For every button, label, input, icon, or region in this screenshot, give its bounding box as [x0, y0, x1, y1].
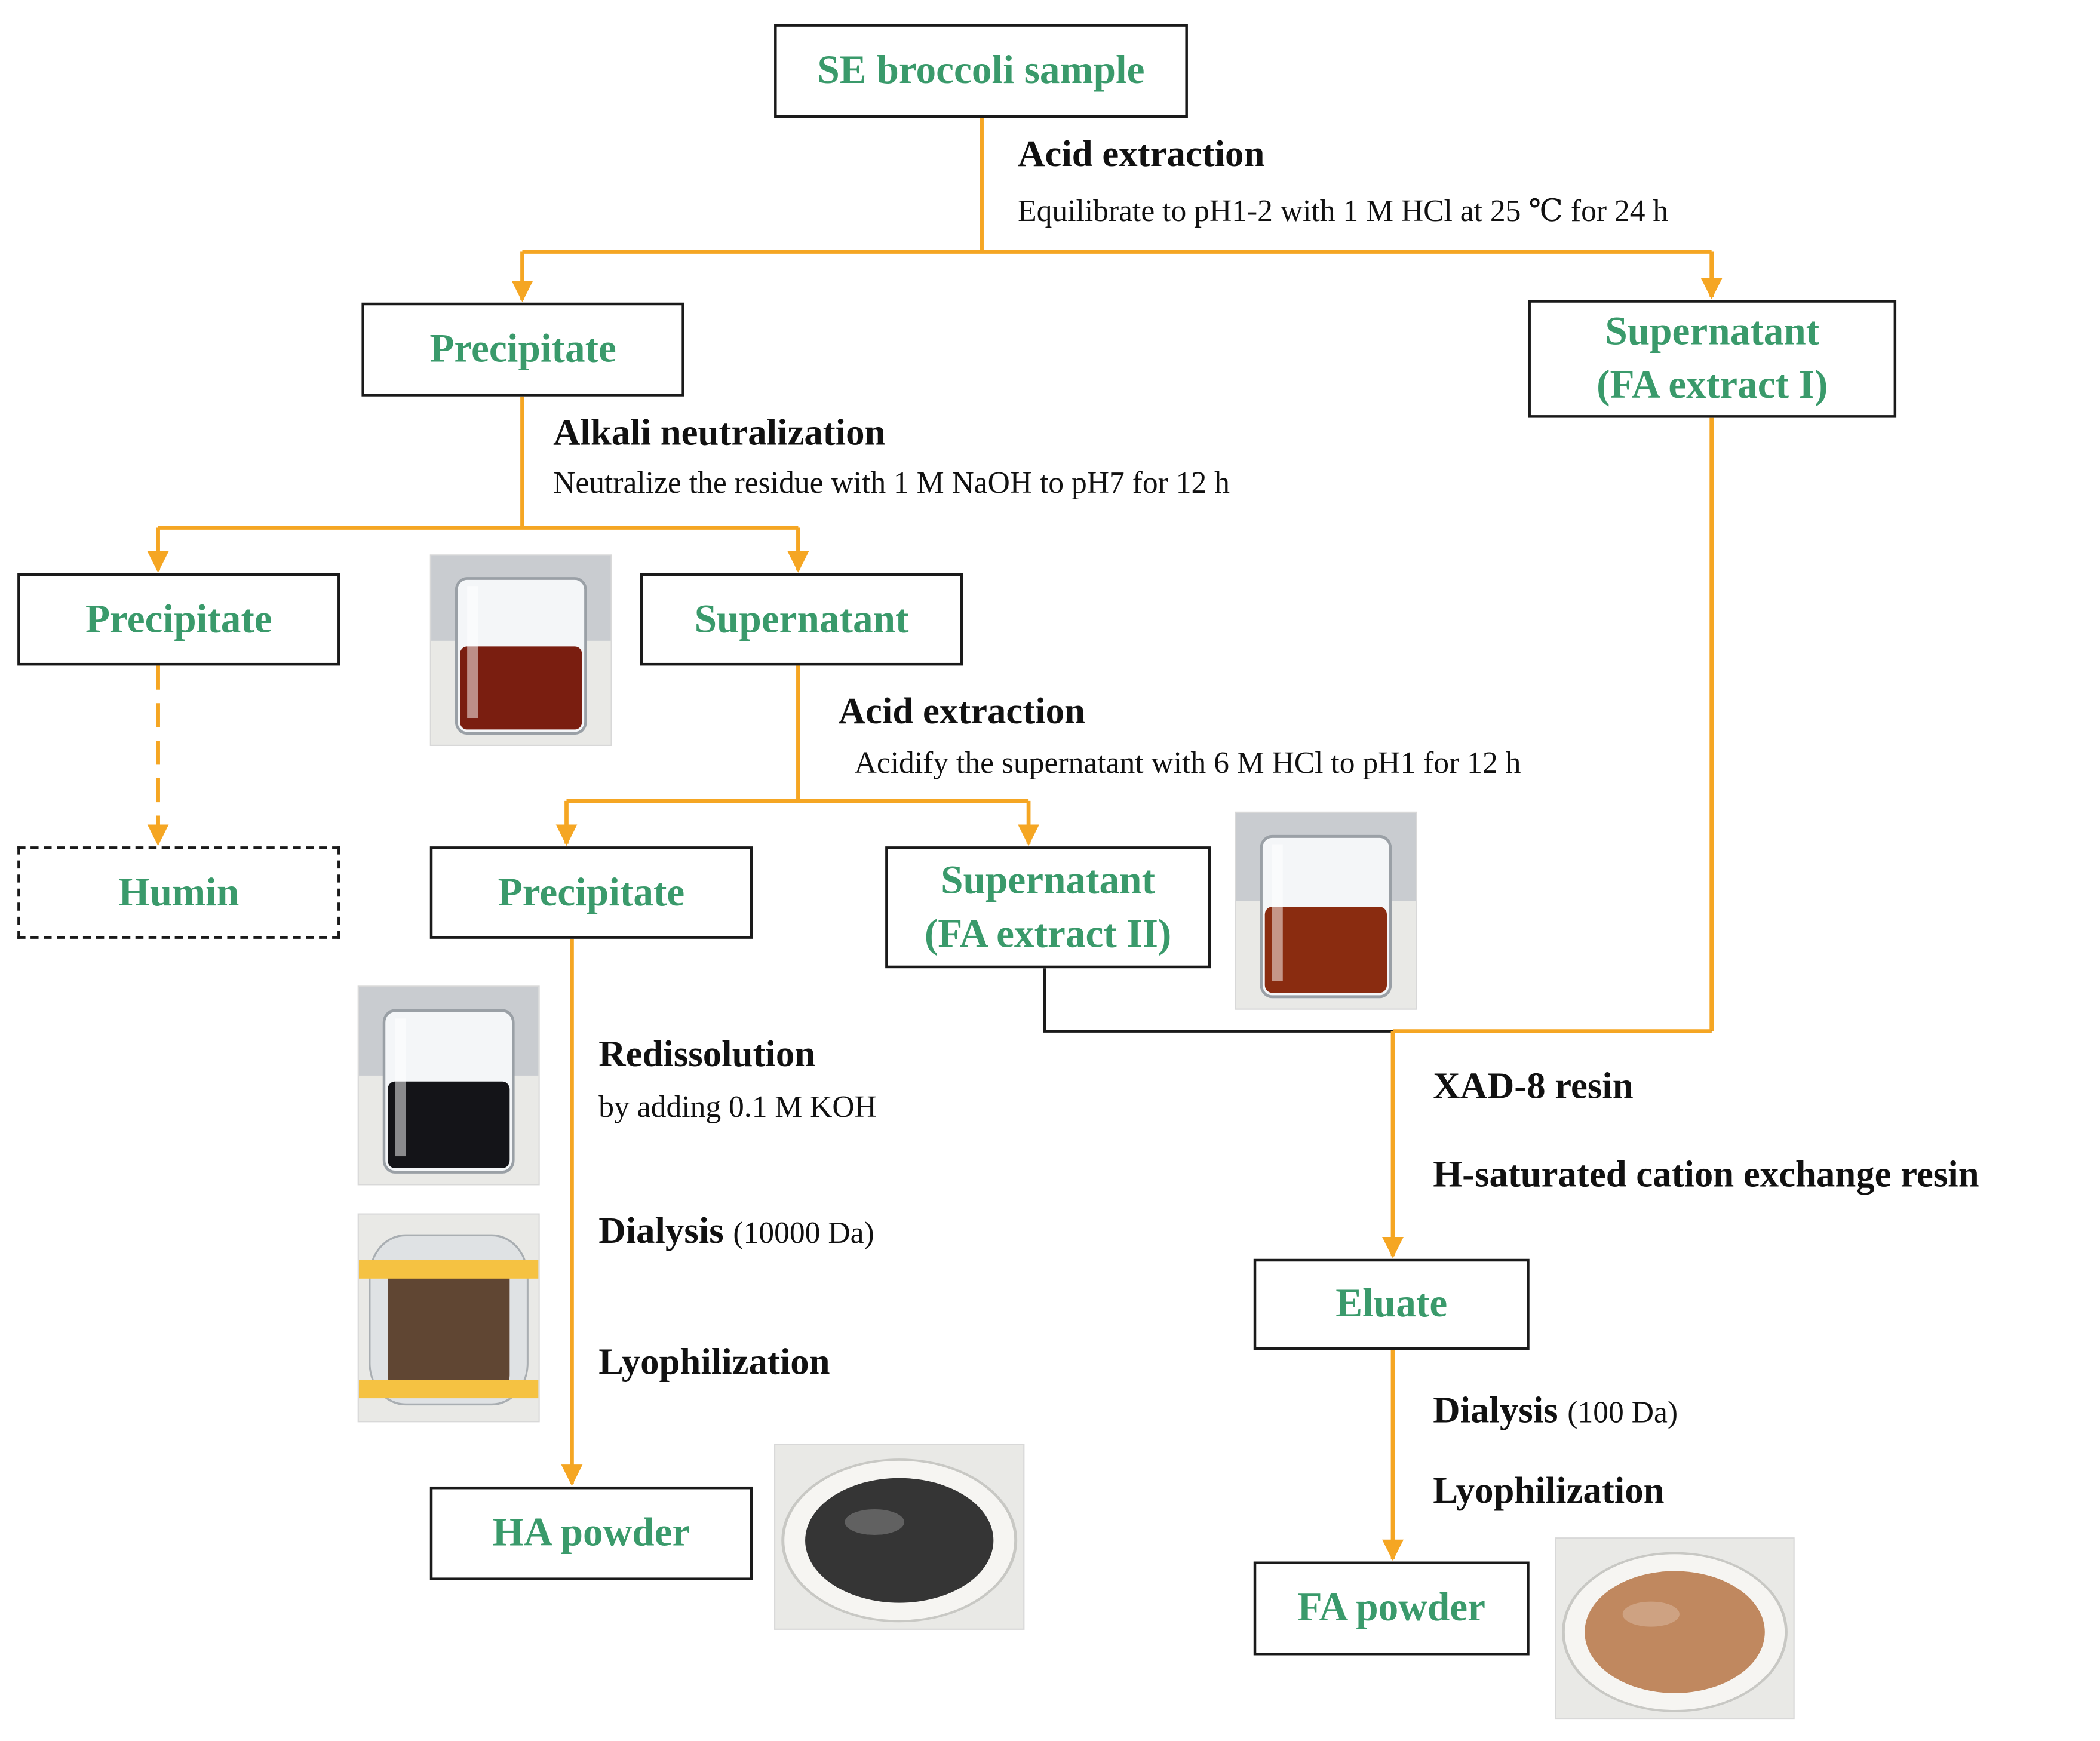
photo-beaker-redissolution [357, 985, 540, 1186]
node-supernatant-fa-extract-ii: Supernatant (FA extract II) [885, 846, 1211, 969]
node-se-broccoli-sample: SE broccoli sample [774, 24, 1188, 118]
node-supernatant-fa-extract-i: Supernatant (FA extract I) [1528, 300, 1897, 418]
photo-beaker-alkali-supernatant [429, 554, 612, 746]
label-redissolution-detail: by adding 0.1 M KOH [598, 1090, 877, 1124]
node-precipitate-2: Precipitate [17, 573, 340, 666]
photo-ha-powder-dish-image [775, 1445, 1024, 1629]
photo-beaker-fa-extract-ii [1235, 811, 1417, 1010]
label-dialysis-ha-detail: (10000 Da) [733, 1216, 874, 1250]
label-acid-extraction-1-detail: Equilibrate to pH1-2 with 1 M HCl at 25 … [1018, 194, 1669, 228]
label-alkali-neutralization: Alkali neutralization [553, 412, 886, 455]
node-precipitate-3: Precipitate [429, 846, 753, 939]
label-dialysis-ha: Dialysis (10000 Da) [598, 1211, 874, 1254]
label-dialysis-ha-title: Dialysis [598, 1211, 724, 1252]
label-redissolution: Redissolution [598, 1034, 816, 1076]
photo-fa-powder-dish [1555, 1537, 1795, 1720]
photo-dialysis-bag-image [358, 1214, 539, 1421]
label-dialysis-fa-title: Dialysis [1433, 1390, 1558, 1432]
label-lyophilization-fa: Lyophilization [1433, 1470, 1665, 1512]
photo-ha-powder-dish [774, 1444, 1025, 1630]
label-alkali-neutralization-detail: Neutralize the residue with 1 M NaOH to … [553, 466, 1230, 500]
node-humin: Humin [17, 846, 340, 939]
photo-beaker-redissolution-image [358, 987, 539, 1184]
node-ha-powder: HA powder [429, 1486, 753, 1580]
label-dialysis-fa: Dialysis (100 Da) [1433, 1390, 1678, 1433]
node-supernatant-1: Supernatant [640, 573, 963, 666]
photo-beaker-fa-extract-ii-image [1236, 813, 1416, 1009]
photo-dialysis-bag [357, 1213, 540, 1423]
node-fa-powder: FA powder [1253, 1561, 1530, 1656]
label-cation-exchange-resin: H-saturated cation exchange resin [1433, 1154, 1979, 1196]
photo-fa-powder-dish-image [1556, 1539, 1794, 1718]
label-lyophilization-ha: Lyophilization [598, 1341, 830, 1384]
label-acid-extraction-1: Acid extraction [1018, 134, 1265, 176]
node-eluate: Eluate [1253, 1258, 1530, 1350]
label-acid-extraction-2: Acid extraction [838, 691, 1085, 733]
label-acid-extraction-2-detail: Acidify the supernatant with 6 M HCl to … [854, 745, 1521, 780]
label-dialysis-fa-detail: (100 Da) [1567, 1395, 1678, 1429]
label-xad8-resin: XAD-8 resin [1433, 1066, 1634, 1108]
photo-beaker-alkali-supernatant-image [431, 555, 611, 745]
node-precipitate-1: Precipitate [361, 302, 684, 397]
